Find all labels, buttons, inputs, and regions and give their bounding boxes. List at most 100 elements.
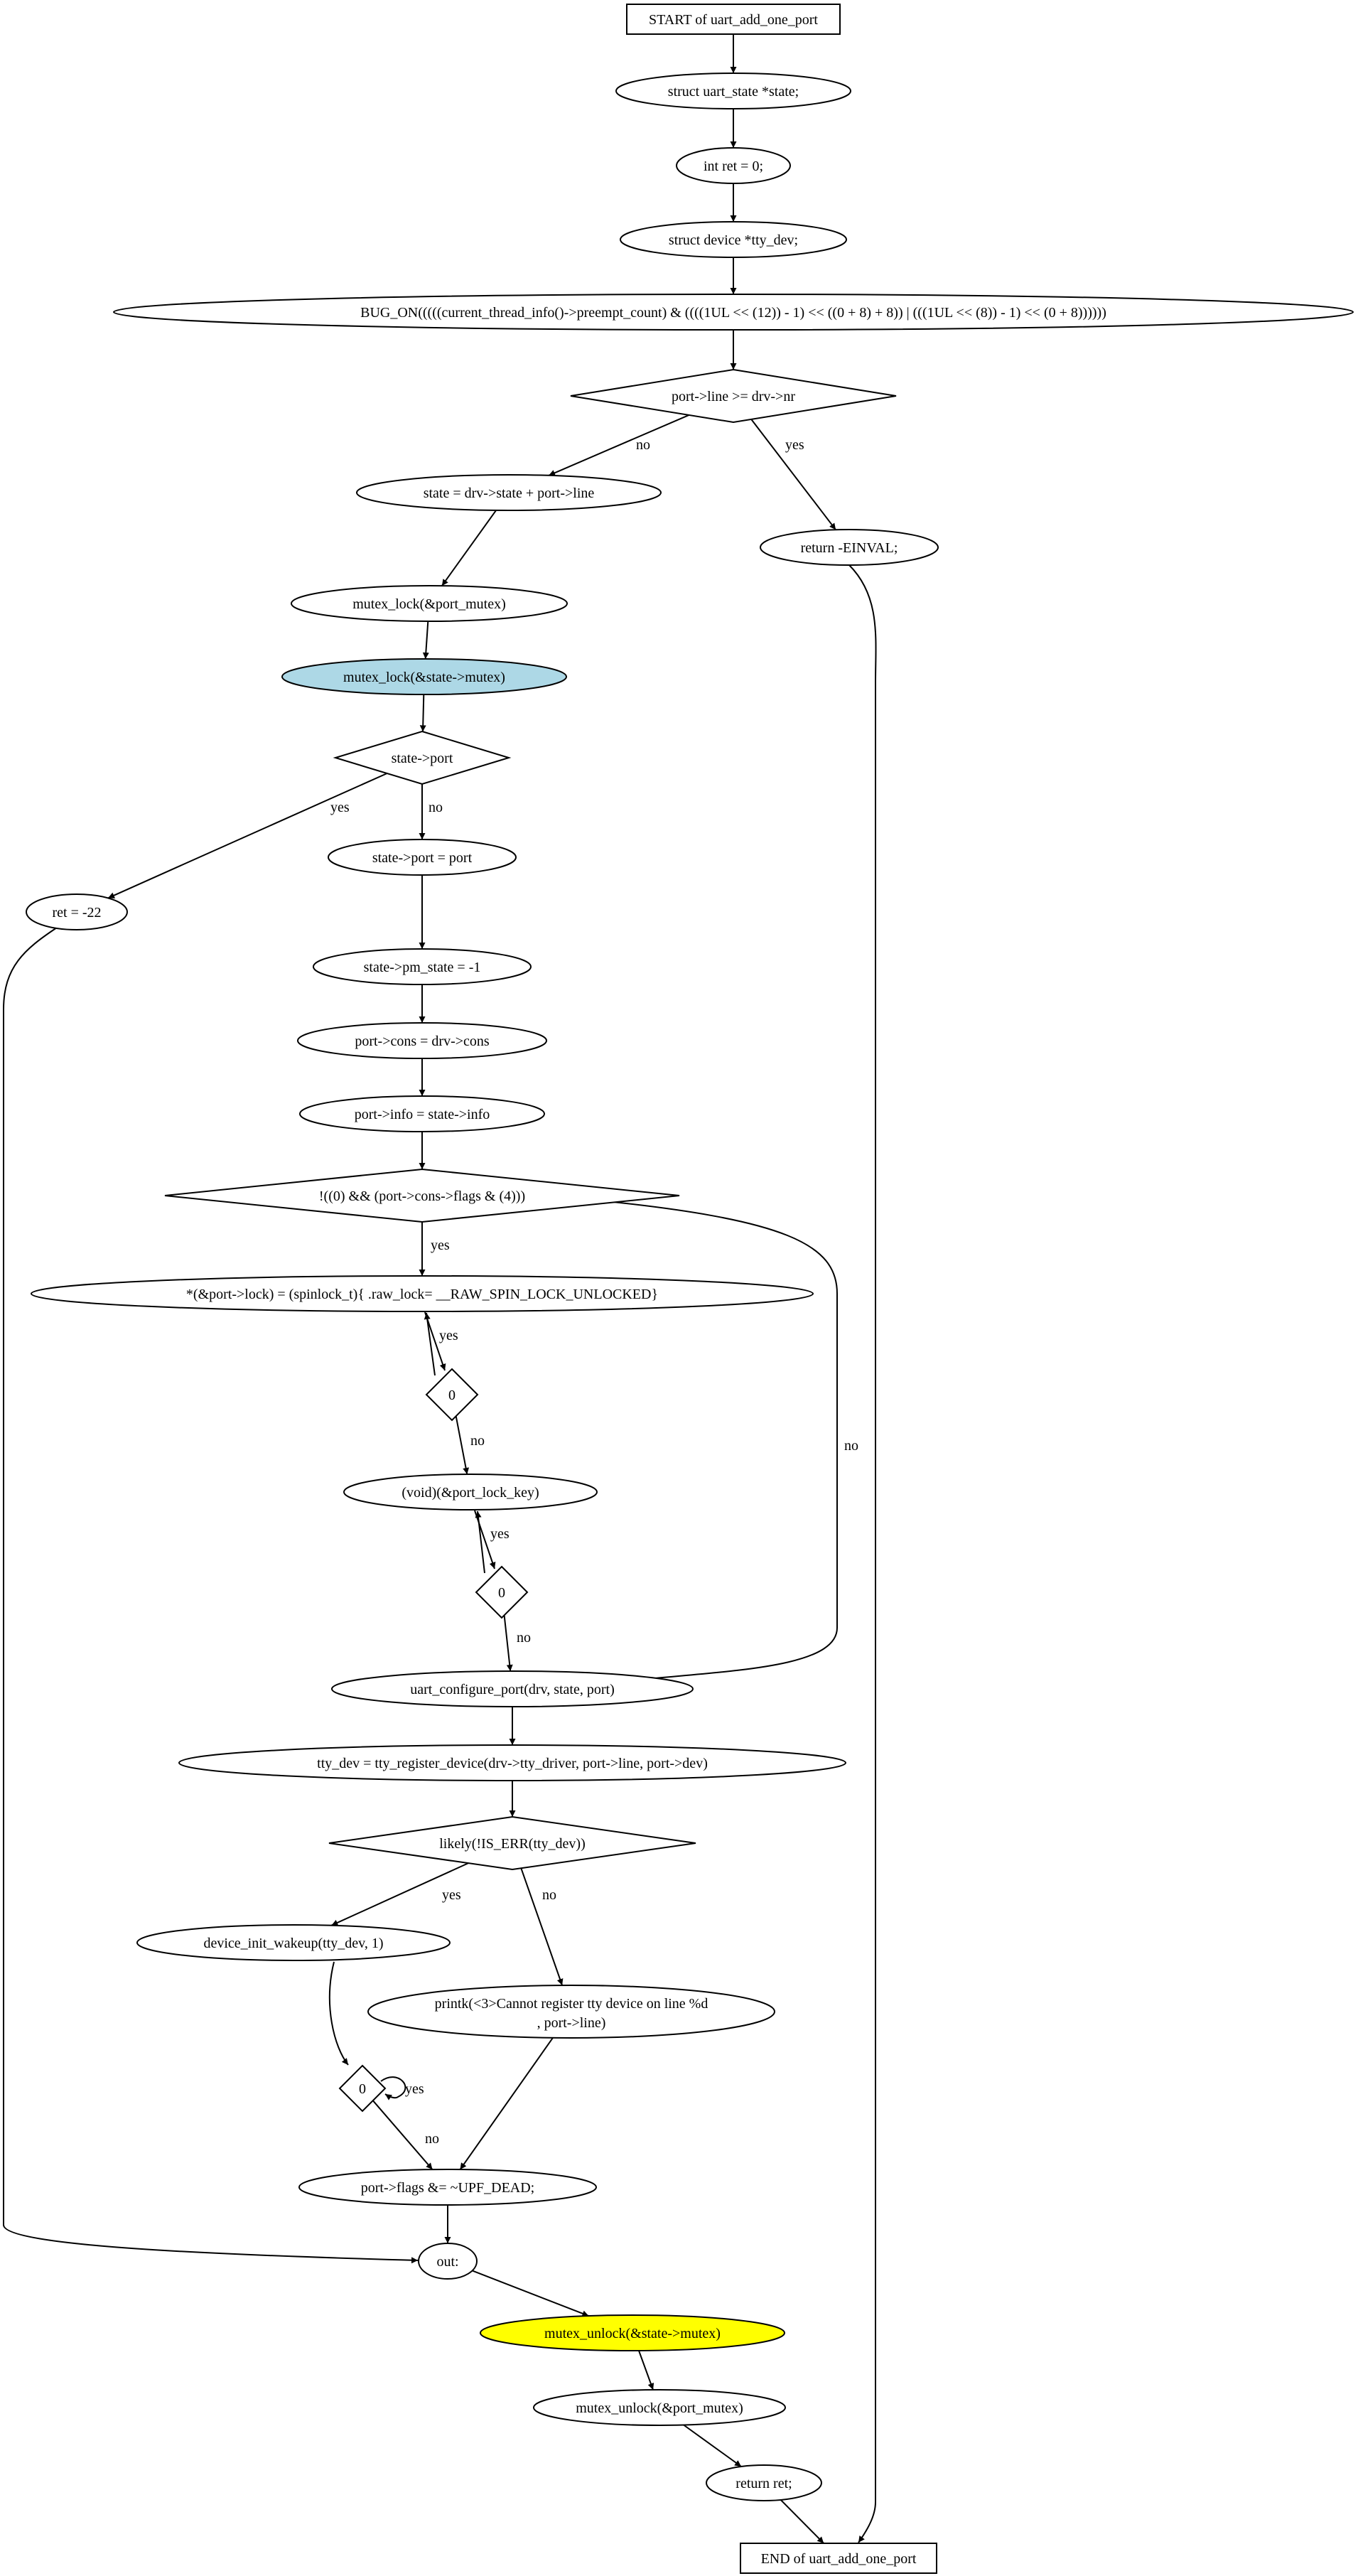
edge-label-yes: yes	[442, 1887, 461, 1903]
node-label: state->pm_state = -1	[364, 960, 481, 975]
statement-node-n-ret22: ret = -22	[26, 893, 128, 930]
node-label: port->line >= drv->nr	[672, 389, 795, 404]
edge-n_wake-to-d_zero3	[328, 1961, 349, 2066]
decision-node-d-flags: !((0) && (port->cons->flags & (4)))	[164, 1168, 680, 1223]
ellipse-shape	[706, 2464, 822, 2501]
edge-label-no: no	[470, 1433, 485, 1449]
node-label: mutex_lock(&state->mutex)	[343, 670, 505, 685]
statement-node-n-state: struct uart_state *state;	[615, 73, 851, 109]
edge-n_out-to-n_unlock1	[472, 2270, 589, 2317]
statement-node-n-spin: *(&port->lock) = (spinlock_t){ .raw_lock…	[31, 1275, 814, 1312]
node-label: state->port = port	[372, 850, 473, 866]
diamond-shape	[338, 2064, 387, 2113]
ellipse-shape	[367, 1985, 775, 2039]
statement-node-n-dev: struct device *tty_dev;	[620, 221, 847, 258]
edge-n_printk-to-n_flags	[459, 2037, 554, 2170]
statement-node-n-cfg: uart_configure_port(drv, state, port)	[331, 1670, 694, 1707]
edge-label-yes: yes	[330, 800, 350, 815]
ellipse-shape	[113, 294, 1354, 331]
edge-label-yes: yes	[405, 2081, 424, 2097]
terminal-node-start: START of uart_add_one_port	[626, 4, 841, 35]
ellipse-shape	[313, 948, 532, 985]
edge-d_zero1-to-n_spin	[424, 1312, 436, 1376]
statement-node-n-stassign: state = drv->state + port->line	[356, 474, 662, 511]
edge-n_lock2-to-d_port	[419, 694, 426, 732]
statement-node-n-tty: tty_dev = tty_register_device(drv->tty_d…	[178, 1744, 846, 1781]
node-label: !((0) && (port->cons->flags & (4)))	[319, 1188, 525, 1204]
node-label: mutex_unlock(&state->mutex)	[544, 2326, 721, 2341]
diamond-shape	[164, 1168, 680, 1223]
box-shape	[626, 4, 841, 35]
node-label: 0	[498, 1585, 505, 1601]
ellipse-shape	[281, 658, 567, 695]
statement-node-n-info: port->info = state->info	[299, 1095, 545, 1132]
ellipse-shape	[676, 147, 791, 184]
statement-node-n-wake: device_init_wakeup(tty_dev, 1)	[136, 1924, 451, 1961]
statement-node-n-flags: port->flags &= ~UPF_DEAD;	[298, 2169, 597, 2206]
edge-label-no: no	[429, 800, 443, 815]
diamond-shape	[425, 1368, 479, 1422]
node-label: 0	[359, 2081, 366, 2097]
statement-node-n-bug: BUG_ON(((((current_thread_info()->preemp…	[113, 294, 1354, 331]
ellipse-shape	[299, 1095, 545, 1132]
diamond-shape	[333, 730, 512, 785]
edge-label-no: no	[636, 437, 650, 453]
ellipse-shape	[178, 1744, 846, 1781]
edge-d_likely-to-n_printk	[520, 1867, 564, 1986]
edge-label-no: no	[517, 1630, 531, 1646]
ellipse-shape	[418, 2243, 478, 2280]
node-label: port->info = state->info	[355, 1107, 490, 1122]
edge-label-yes: yes	[785, 437, 804, 453]
node-label-line2: , port->line)	[537, 2015, 606, 2031]
statement-node-n-lock1: mutex_lock(&port_mutex)	[291, 585, 568, 622]
ellipse-shape	[620, 221, 847, 258]
statement-node-n-ret: int ret = 0;	[676, 147, 791, 184]
statement-node-n-unlock1: mutex_unlock(&state->mutex)	[480, 2314, 785, 2351]
edge-label-no: no	[425, 2131, 439, 2147]
edge-d_likely-to-n_wake	[330, 1862, 469, 1926]
statement-node-n-retret: return ret;	[706, 2464, 822, 2501]
statement-node-n-cons: port->cons = drv->cons	[297, 1022, 547, 1059]
statement-node-n-out: out:	[418, 2243, 478, 2280]
statement-node-n-setport: state->port = port	[328, 839, 517, 876]
node-label: END of uart_add_one_port	[761, 2551, 917, 2567]
edge-n_stassign-to-n_lock1	[441, 510, 497, 586]
statement-node-n-unlock2: mutex_unlock(&port_mutex)	[533, 2389, 786, 2426]
edge-n_einval-to-end	[848, 564, 877, 2543]
ellipse-shape	[298, 2169, 597, 2206]
edge-d_flags-to-n_cfg	[592, 1199, 838, 1687]
node-label: device_init_wakeup(tty_dev, 1)	[203, 1936, 383, 1951]
node-label: *(&port->lock) = (spinlock_t){ .raw_lock…	[186, 1287, 658, 1302]
node-label: out:	[436, 2254, 458, 2270]
edge-label-yes: yes	[431, 1238, 450, 1253]
edge-label-no: no	[542, 1887, 556, 1903]
edge-d_zero2-to-n_cfg	[503, 1615, 513, 1672]
node-label: mutex_unlock(&port_mutex)	[576, 2400, 743, 2416]
edge-d_port-to-n_ret22	[107, 773, 388, 899]
node-label: return -EINVAL;	[801, 540, 898, 556]
ellipse-shape	[331, 1670, 694, 1707]
node-label: BUG_ON(((((current_thread_info()->preemp…	[360, 305, 1106, 321]
ellipse-shape	[291, 585, 568, 622]
edge-n_unlock1-to-n_unlock2	[638, 2350, 654, 2390]
edge-d_zero3-to-d_zero3	[380, 2076, 406, 2100]
diamond-shape	[475, 1565, 529, 1619]
node-label: ret = -22	[52, 905, 101, 921]
node-label: (void)(&port_lock_key)	[402, 1485, 539, 1501]
edge-label-yes: yes	[439, 1328, 458, 1343]
decision-node-d-zero3: 0	[338, 2064, 387, 2113]
statement-node-n-lock2: mutex_lock(&state->mutex)	[281, 658, 567, 695]
ellipse-shape	[480, 2314, 785, 2351]
statement-node-n-void: (void)(&port_lock_key)	[343, 1474, 598, 1510]
ellipse-shape	[760, 529, 939, 566]
node-label: mutex_lock(&port_mutex)	[352, 596, 506, 612]
edge-n_lock1-to-n_lock2	[422, 621, 429, 660]
ellipse-shape	[615, 73, 851, 109]
box-shape	[740, 2543, 937, 2574]
node-label: printk(<3>Cannot register tty device on …	[435, 1996, 708, 2012]
node-label: return ret;	[735, 2476, 792, 2491]
ellipse-shape	[297, 1022, 547, 1059]
